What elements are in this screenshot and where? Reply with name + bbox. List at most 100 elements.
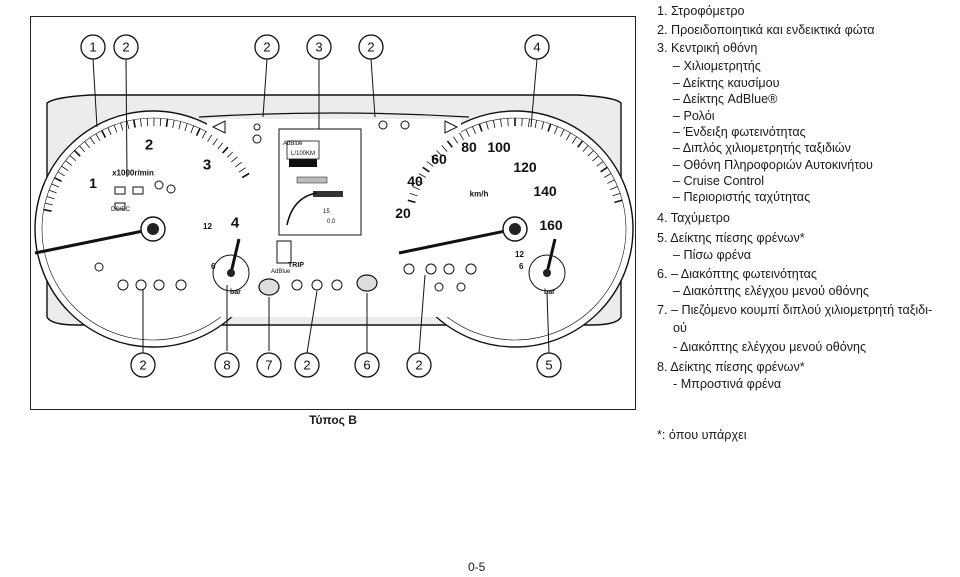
dial-tick bbox=[120, 122, 124, 131]
brightness-menu-button[interactable] bbox=[356, 274, 378, 292]
dial-tick bbox=[610, 186, 618, 190]
dial-tick bbox=[472, 126, 476, 134]
dial-tick bbox=[126, 120, 130, 129]
legend-line: ού bbox=[673, 321, 687, 335]
callout-number-top: 4 bbox=[533, 40, 540, 55]
dial-tick bbox=[54, 177, 63, 183]
legend-line: 5. Δείκτης πίεσης φρένων* bbox=[657, 231, 805, 245]
dial-tick bbox=[84, 141, 90, 149]
dial-tick bbox=[43, 208, 52, 212]
legend-line: – Cruise Control bbox=[673, 174, 764, 188]
dial-tick bbox=[190, 125, 195, 134]
callout-circle-top bbox=[113, 34, 139, 60]
legend-line: – Περιοριστής ταχύτητας bbox=[673, 190, 811, 204]
speedometer-number: 80 bbox=[461, 139, 477, 155]
dial-tick bbox=[459, 132, 464, 140]
trip-reset-button[interactable] bbox=[258, 278, 280, 296]
dial-tick bbox=[69, 155, 77, 162]
legend-line: – Χιλιομετρητής bbox=[673, 59, 761, 73]
front-brake-mid: 6 bbox=[211, 262, 216, 271]
legend-line: 2. Προειδοποιητικά και ενδεικτικά φώτα bbox=[657, 23, 875, 37]
dial-tick bbox=[582, 145, 589, 152]
dial-tick bbox=[195, 128, 201, 136]
dial-tick bbox=[418, 173, 426, 178]
tachometer-unit: x1000r/min bbox=[112, 169, 154, 178]
footnote: *: όπου υπάρχει bbox=[657, 428, 747, 442]
tachometer-number: 4 bbox=[231, 215, 240, 232]
dial-tick bbox=[212, 138, 218, 146]
fuel-cons-label: L/100KM bbox=[291, 151, 315, 157]
dial-tick bbox=[172, 119, 175, 128]
dc-dc-label: DC/DC bbox=[111, 207, 131, 213]
rear-brake-unit: bar bbox=[544, 289, 555, 296]
speedometer-number: 60 bbox=[431, 151, 447, 167]
dial-tick bbox=[201, 131, 207, 139]
dial-tick bbox=[521, 118, 523, 127]
callout-circle-bottom bbox=[294, 352, 320, 378]
callout-circle-bottom bbox=[130, 352, 156, 378]
cluster-drawing: L/100KM AdBlue 15 0.0 AdBlue TRIP DC/DC bbox=[34, 34, 634, 378]
tachometer-number: 1 bbox=[89, 175, 97, 191]
speedometer-number: 160 bbox=[539, 217, 563, 233]
dial-tick bbox=[107, 127, 112, 136]
dial-tick bbox=[159, 118, 162, 127]
dial-tick bbox=[79, 145, 86, 153]
speedometer-number: 120 bbox=[513, 159, 537, 175]
dial-tick bbox=[61, 165, 69, 171]
dial-tick bbox=[560, 129, 565, 137]
dial-tick bbox=[207, 134, 213, 142]
dial-tick bbox=[607, 179, 615, 184]
legend-line: – Ρολόι bbox=[673, 109, 715, 123]
dial-tick bbox=[89, 137, 95, 145]
callout-number-bottom: 2 bbox=[303, 358, 310, 373]
dial-tick bbox=[541, 121, 545, 130]
callout-number-bottom: 6 bbox=[363, 358, 370, 373]
legend-line: 4. Ταχύμετρο bbox=[657, 211, 730, 225]
dial-tick bbox=[241, 172, 250, 179]
callout-circle-bottom bbox=[256, 352, 282, 378]
speedometer-number: 140 bbox=[533, 183, 557, 199]
callout-circle-top bbox=[306, 34, 332, 60]
legend-line: – Οθόνη Πληροφοριών Αυτοκινήτου bbox=[673, 158, 873, 172]
dial-tick bbox=[184, 123, 188, 132]
dial-tick bbox=[436, 150, 443, 157]
dial-tick bbox=[238, 167, 246, 173]
callout-number-bottom: 5 bbox=[545, 358, 552, 373]
legend-line: - Μπροστινά φρένα bbox=[673, 377, 782, 391]
adblue-display-label: AdBlue bbox=[283, 141, 303, 147]
dial-tick bbox=[587, 150, 594, 157]
trip-label: TRIP bbox=[288, 262, 304, 269]
dial-tick bbox=[614, 199, 623, 204]
speedometer-unit: km/h bbox=[470, 190, 489, 199]
legend-line: – Διακόπτης ελέγχου μενού οθόνης bbox=[673, 284, 869, 298]
legend-line: – Δείκτης καυσίμου bbox=[673, 76, 780, 90]
dial-tick bbox=[46, 196, 55, 200]
legend-line: – Δείκτης AdBlue® bbox=[673, 92, 778, 106]
callout-number-top: 2 bbox=[263, 40, 270, 55]
legend-line: - Διακόπτης ελέγχου μενού οθόνης bbox=[673, 340, 867, 354]
callout-number-bottom: 7 bbox=[265, 358, 272, 373]
tachometer-number: 2 bbox=[145, 137, 153, 154]
dial-tick bbox=[478, 123, 483, 132]
warning-lamps bbox=[94, 120, 477, 292]
callout-circle-bottom bbox=[214, 352, 240, 378]
dial-tick bbox=[465, 129, 470, 137]
dial-tick bbox=[547, 123, 552, 132]
speedometer-number: 40 bbox=[407, 173, 423, 189]
figure-caption: Τύπος B bbox=[309, 413, 357, 427]
callout-circle-top bbox=[524, 34, 550, 60]
dial-tick bbox=[507, 118, 509, 127]
front-brake-unit: bar bbox=[230, 289, 241, 296]
front-brake-max: 12 bbox=[203, 222, 212, 231]
legend-line: – Διπλός χιλιομετρητής ταξιδιών bbox=[673, 141, 851, 155]
dial-tick bbox=[426, 161, 434, 167]
legend-line: 6. – Διακόπτης φωτεινότητας bbox=[657, 267, 817, 281]
callout-circle-top bbox=[80, 34, 106, 60]
dial-tick bbox=[485, 121, 489, 130]
dial-tick bbox=[604, 173, 612, 178]
callout-number-top: 3 bbox=[315, 40, 322, 55]
dial-tick bbox=[51, 183, 60, 188]
dial-tick bbox=[571, 136, 578, 144]
callout-circle-bottom bbox=[406, 352, 432, 378]
dial-tick bbox=[452, 136, 459, 144]
